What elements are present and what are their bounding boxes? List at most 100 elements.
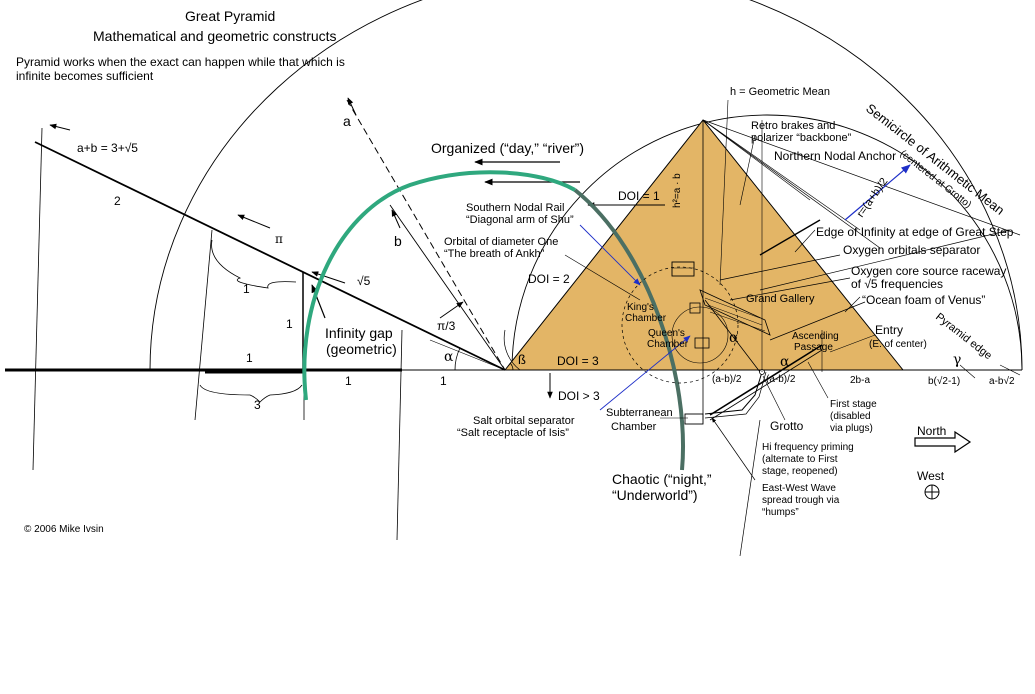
label-retro-1: Retro brakes and: [751, 120, 835, 132]
label-doi2: DOI = 2: [528, 272, 570, 286]
label-first-stage-1: First stage: [830, 399, 877, 410]
ptr-entry: [829, 334, 876, 353]
label-organized: Organized (“day,” “river”): [431, 140, 584, 156]
grotto-shaft: [704, 371, 763, 415]
label-kings-2: Chamber: [625, 313, 667, 324]
label-ew-wave-2: spread trough via: [762, 495, 840, 506]
arrow-sqrt5: [311, 271, 346, 284]
ptr-grotto: [762, 375, 786, 421]
big-outer-arc: [149, 0, 1023, 371]
orbital-circle: [621, 266, 739, 384]
label-sqrt5: √5: [357, 274, 371, 288]
tick-2: [959, 364, 976, 379]
descending-passage-2: [709, 349, 823, 421]
ptr-edge-infinity: [794, 229, 816, 253]
intro-line-1: Pyramid works when the exact can happen …: [16, 55, 345, 69]
alpha-arc: [454, 347, 461, 371]
beta-arc: [509, 362, 514, 371]
descending-passage: [709, 344, 823, 416]
label-ocean-foam: “Ocean foam of Venus”: [862, 293, 985, 307]
label-salt-2: “Salt receptacle of Isis”: [457, 427, 569, 439]
arc-small: [429, 339, 506, 371]
ptr-salt: [599, 335, 691, 411]
arrow-pi3: [439, 301, 464, 319]
label-beta: ß: [518, 352, 526, 367]
label-pi: π: [275, 232, 283, 246]
label-entry-1: Entry: [875, 323, 903, 337]
label-subterranean-1: Subterranean: [606, 407, 673, 419]
label-one-b: 1: [286, 317, 293, 331]
label-orbital-1: Orbital of diameter One: [444, 236, 558, 248]
title-line-2: Mathematical and geometric constructs: [93, 28, 337, 44]
label-2b-a: 2b-a: [850, 375, 870, 386]
arrow-pi: [237, 214, 271, 229]
bracket-left: [211, 239, 297, 289]
ptr-ocean: [844, 296, 861, 313]
label-retro-2: polarizer “backbone”: [751, 132, 852, 144]
label-a-plus-b: a+b = 3+√5: [77, 141, 138, 155]
label-first-stage-2: (disabled: [830, 411, 871, 422]
label-three: 3: [254, 398, 261, 412]
label-hi-freq-1: Hi frequency priming: [762, 442, 854, 453]
label-infinity-gap: Infinity gap: [325, 325, 393, 341]
semicircle-arithmetic-mean: [511, 114, 1023, 371]
label-orbital-2: “The breath of Ankh”: [444, 248, 545, 260]
label-queens-1: Queen's: [648, 328, 685, 339]
label-southern-nodal-1: Southern Nodal Rail: [466, 202, 564, 214]
label-base-one-2: 1: [440, 374, 447, 388]
dim-line-4: [396, 329, 403, 541]
label-entry-2: (E. of center): [869, 339, 927, 350]
title-line-1: Great Pyramid: [185, 8, 275, 24]
northern-nodal-line: [759, 219, 821, 256]
label-doi-gt3: DOI > 3: [558, 389, 600, 403]
tick-1: [999, 364, 1021, 376]
label-b-sqrt: b(√2-1): [928, 375, 960, 387]
copyright: © 2006 Mike Ivsin: [24, 524, 104, 535]
label-west: West: [917, 469, 945, 483]
oxygen-line-1: [719, 254, 841, 281]
apex-line-3: [702, 119, 811, 201]
label-oxygen-core-1: Oxygen core source raceway: [851, 264, 1006, 278]
arrow-a-plus-b: [49, 123, 71, 131]
label-north: North: [917, 424, 946, 438]
label-alpha-left: α: [444, 349, 454, 365]
apex-line-2: [702, 119, 881, 249]
ptr-geometric-mean: [719, 99, 729, 286]
ptr-retro: [739, 134, 756, 206]
ptr-southern: [579, 224, 641, 286]
label-a-b-sqrt: a-b√2: [989, 375, 1015, 387]
line-a: [346, 99, 506, 371]
hypotenuse-2: [34, 141, 506, 371]
grotto-shaft-2: [704, 371, 767, 419]
label-b: b: [394, 233, 402, 249]
label-alpha-right: α: [780, 354, 790, 370]
label-one-c: 1: [246, 351, 253, 365]
label-ew-wave-1: East-West Wave: [762, 483, 836, 494]
label-one-a: 1: [243, 282, 250, 296]
arc-b-sweep: [503, 329, 521, 371]
label-ew-wave-3: “humps”: [762, 507, 799, 518]
apex-to-infinity: [759, 229, 1011, 291]
label-chaotic-1: Chaotic (“night,”: [612, 471, 712, 487]
label-southern-nodal-2: “Diagonal arm of Shu”: [466, 214, 574, 226]
kings-chamber: [671, 261, 695, 277]
label-radius: r=(a+b)/2: [855, 176, 891, 220]
ptr-radius: [844, 164, 911, 221]
arrow-a: [347, 97, 357, 116]
green-arc-organized: [302, 170, 576, 401]
label-geometric: (geometric): [326, 341, 397, 357]
subterranean-chamber: [684, 413, 704, 425]
intro-line-2: infinite becomes sufficient: [16, 69, 154, 83]
oxygen-line-2: [729, 277, 851, 301]
label-grotto: Grotto: [770, 419, 804, 433]
label-oxygen-core-2: of √5 frequencies: [851, 277, 943, 291]
label-doi1: DOI = 1: [618, 189, 660, 203]
label-pi-over-3: π/3: [437, 319, 456, 333]
label-amb2-2: (a-b)/2: [766, 374, 796, 385]
label-first-stage-3: via plugs): [830, 423, 873, 434]
hfreq-line: [739, 419, 761, 557]
label-geometric-mean: h = Geometric Mean: [730, 86, 830, 98]
apex-line-4: [702, 119, 861, 231]
label-a: a: [343, 113, 351, 129]
label-grand-gallery: Grand Gallery: [746, 293, 815, 305]
